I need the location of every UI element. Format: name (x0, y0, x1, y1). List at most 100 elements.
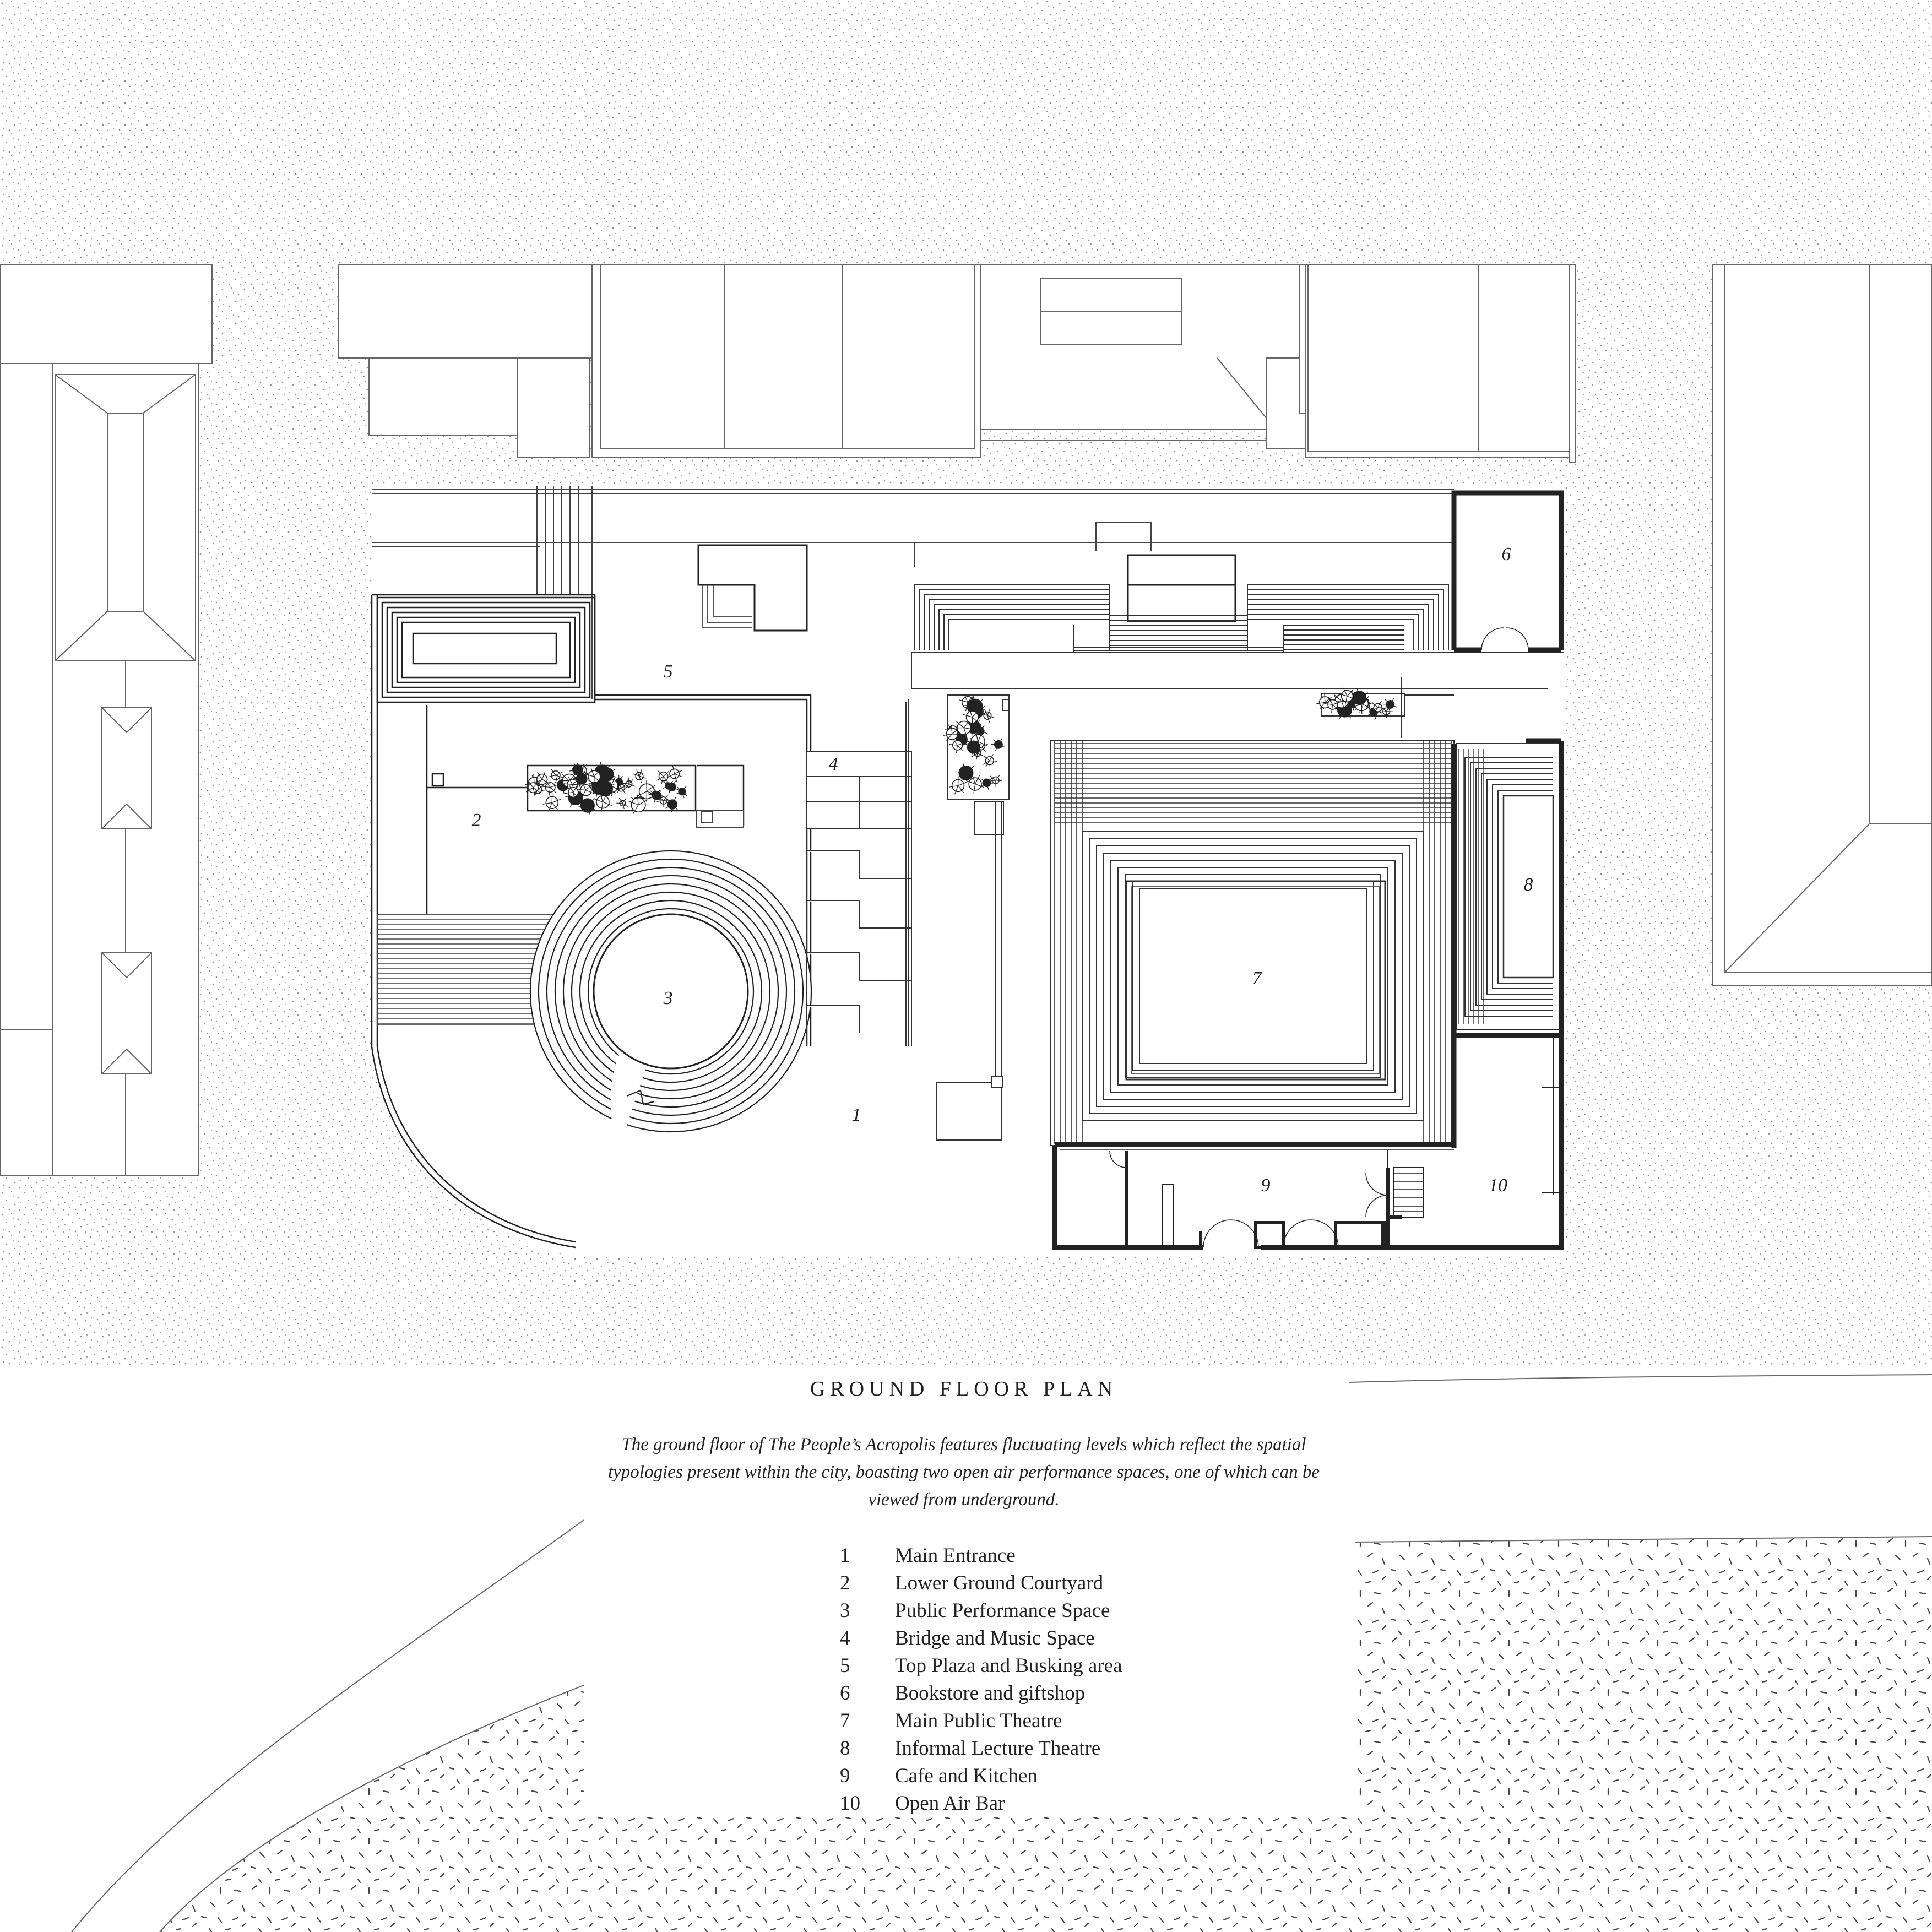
shrub-leaf (663, 795, 668, 801)
shrub-leaf (663, 785, 669, 789)
shrub-leaf (637, 791, 647, 797)
shrub-leaf (625, 784, 629, 790)
shrub-leaf (573, 792, 576, 801)
amphitheatre-ring (571, 891, 771, 1092)
shrub-leaf (973, 747, 980, 755)
room-label-4: 4 (829, 754, 838, 774)
shrub-leaf (538, 789, 545, 792)
terrace-step (929, 599, 1434, 650)
shrub-leaf (1374, 707, 1379, 714)
shrub-leaf (952, 734, 961, 735)
shrub-leaf (594, 769, 601, 777)
shrub-leaf (561, 774, 570, 781)
main-public-theatre (1050, 740, 1455, 1146)
shrub-leaf (573, 762, 578, 770)
shrub-leaf (946, 734, 953, 741)
legend-label: Informal Lecture Theatre (895, 1737, 1101, 1760)
shrub-leaf (677, 786, 682, 792)
legend-number: 7 (840, 1710, 850, 1732)
neighbour-building-left (0, 264, 213, 1176)
courtyard-steps (377, 914, 557, 1025)
theatre-step (1082, 831, 1424, 1121)
lecture-step (1492, 784, 1553, 989)
shrub-leaf (577, 769, 586, 773)
plan-description: The ground floor of The People’s Acropol… (607, 1435, 1320, 1510)
shrub-leaf (656, 776, 664, 781)
shrub-leaf (565, 796, 576, 799)
shrub-leaf (550, 787, 557, 794)
shrub-leaf (992, 739, 999, 745)
road-edges (71, 1374, 1932, 1932)
shrub-leaf (1390, 704, 1397, 708)
shrub-leaf (618, 797, 623, 804)
shrub-leaf (949, 744, 958, 746)
shrub-leaf (995, 774, 1000, 781)
shrub-leaf (682, 791, 688, 796)
shrub-leaf (987, 715, 990, 723)
amphitheatre-entry-steps (626, 1089, 655, 1105)
shrub-leaf (555, 775, 558, 783)
lecture-step (1486, 779, 1553, 995)
lecture-step (1475, 768, 1553, 1006)
shrub-leaf (964, 705, 975, 707)
shrub-leaf (577, 769, 580, 778)
shrub-leaf (551, 769, 556, 776)
shrub-leaf (998, 738, 1003, 745)
shrub-leaf (622, 803, 625, 810)
legend-number: 4 (840, 1627, 850, 1649)
shrub-leaf (663, 770, 670, 777)
shrub-leaf (573, 792, 579, 799)
pavilion-steps (702, 585, 752, 628)
shrub-leaf (669, 785, 675, 789)
shrub-leaf (650, 790, 656, 796)
shrub-leaf (577, 805, 588, 808)
legend-label: Public Performance Space (895, 1599, 1110, 1622)
shrub-leaf (534, 779, 542, 784)
shrub-leaf (956, 721, 964, 728)
shrub-leaf (978, 741, 987, 746)
shrub-leaf (964, 743, 974, 748)
east-wall (1451, 741, 1564, 1250)
shrub-leaf (1356, 688, 1360, 698)
shrub-leaf (562, 785, 565, 794)
shrub-leaf (1359, 697, 1369, 701)
amphitheatre-ring (554, 875, 788, 1108)
shrub-leaf (648, 794, 656, 796)
shrub-leaf (541, 771, 546, 780)
shrub-leaf (1361, 703, 1371, 709)
shrub-leaf (555, 775, 563, 778)
shrub-leaf (595, 788, 606, 791)
terrace-step (914, 584, 1449, 650)
shrub-leaf (1344, 703, 1353, 710)
shrub-leaf (965, 766, 974, 773)
shrub-leaf (585, 784, 593, 791)
shrub-leaf (962, 763, 967, 773)
shrub-leaf (672, 804, 679, 811)
shrub-leaf (990, 775, 996, 781)
shrub-leaf (943, 734, 952, 736)
shrub-leaf (632, 773, 640, 777)
amphitheatre-ring (562, 883, 779, 1100)
shrub-leaf (550, 784, 558, 788)
shrub-leaf (1390, 698, 1394, 705)
shrub-leaf (1372, 702, 1379, 708)
shrub-leaf (1333, 694, 1342, 702)
dashed-paving-bottom (584, 1817, 1355, 1932)
shrub-leaf (549, 787, 551, 796)
shrub-leaf (665, 804, 673, 809)
shrub-leaf (984, 756, 990, 761)
pool-water (412, 632, 557, 665)
room-label-8: 8 (1524, 875, 1533, 895)
shrub-leaf (972, 717, 980, 724)
shrub-leaf (974, 706, 984, 714)
theatre-step (1089, 838, 1417, 1114)
room-label-6: 6 (1502, 544, 1511, 565)
shrub-leaf (601, 802, 604, 812)
shrub-leaf (983, 760, 990, 765)
shrub-leaf (963, 728, 968, 737)
amphitheatre-ring (538, 858, 804, 1125)
